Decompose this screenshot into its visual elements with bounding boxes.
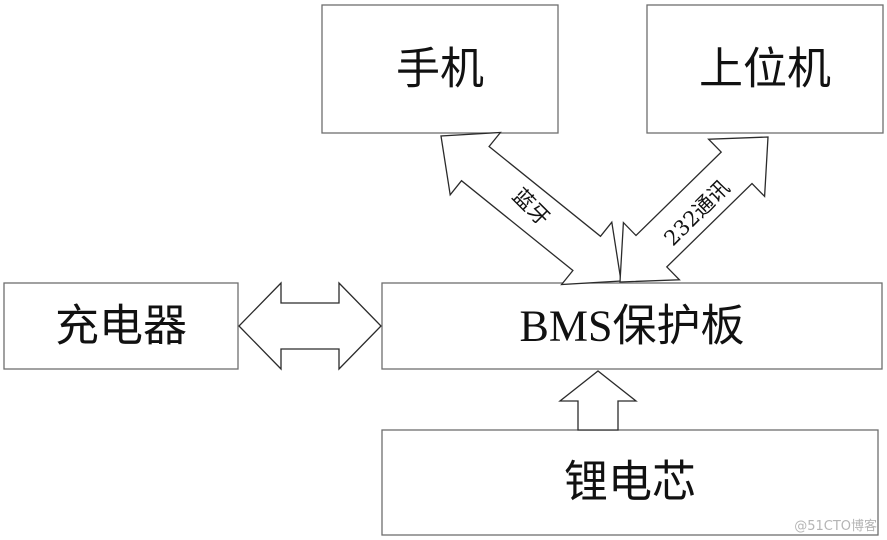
rs232-double-arrow <box>619 136 769 283</box>
bms-board-box: BMS保护板 <box>381 282 883 370</box>
phone-box: 手机 <box>321 4 559 134</box>
bms-board-label: BMS保护板 <box>520 302 745 351</box>
battery-to-bms-arrow <box>558 370 638 431</box>
host-computer-box-frame <box>646 4 884 134</box>
host-computer-label: 上位机 <box>699 44 831 95</box>
watermark: @51CTO博客 <box>794 519 877 534</box>
lithium-cell-label: 锂电芯 <box>564 457 696 508</box>
phone-box-frame <box>321 4 559 134</box>
host-computer-box: 上位机 <box>646 4 884 134</box>
lithium-cell-box-frame <box>381 429 879 536</box>
phone-label: 手机 <box>396 44 484 95</box>
charger-label: 充电器 <box>55 301 187 352</box>
bms-board-box-frame <box>381 282 883 370</box>
lithium-cell-box: 锂电芯 <box>381 429 879 536</box>
charger-box-frame <box>3 282 239 370</box>
charger-box: 充电器 <box>3 282 239 370</box>
arrows-layer <box>238 131 769 431</box>
charger-bms-double-arrow <box>238 281 382 371</box>
